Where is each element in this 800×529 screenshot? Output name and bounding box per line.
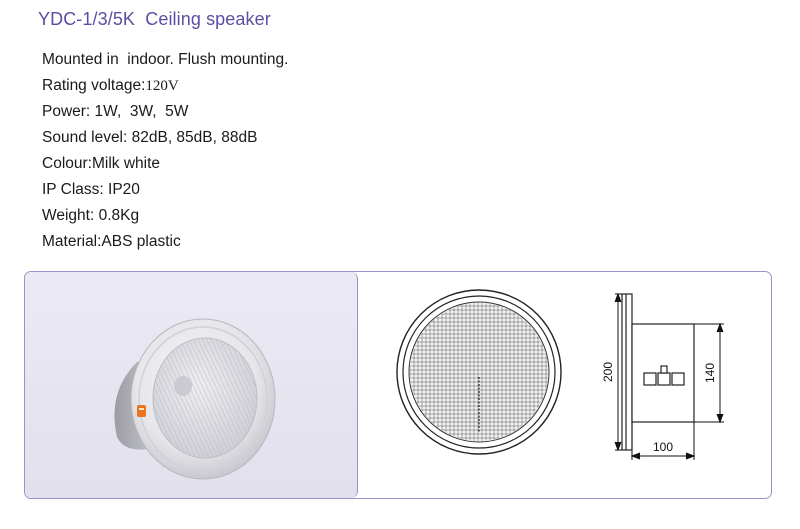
dimension-lines	[614, 292, 724, 460]
front-view	[396, 289, 562, 455]
spec-material: Material:ABS plastic	[42, 233, 181, 250]
spec-voltage-label: Rating voltage:	[42, 77, 146, 94]
dim-depth-label: 100	[653, 440, 673, 454]
spec-colour: Colour:Milk white	[42, 155, 161, 172]
spec-power: Power: 1W, 3W, 5W	[42, 103, 189, 120]
speaker-photo	[114, 318, 276, 480]
dim-height-label: 200	[601, 362, 615, 382]
speaker-badge-icon	[137, 405, 146, 417]
technical-drawing-panel: 200 140 100	[358, 272, 771, 498]
dimension-drawing: 200 140 100	[396, 289, 724, 460]
side-view	[621, 293, 695, 451]
spec-mounting: Mounted in indoor. Flush mounting.	[42, 51, 289, 68]
spec-voltage-value: 120V	[145, 78, 179, 94]
product-photo-panel	[25, 272, 358, 498]
spec-list: Mounted in indoor. Flush mounting. Ratin…	[42, 50, 288, 258]
spec-ip-class: IP Class: IP20	[42, 181, 140, 198]
product-image-frame: 200 140 100	[24, 271, 772, 499]
speaker-center-cap	[174, 376, 192, 396]
page-title: YDC-1/3/5K Ceiling speaker	[38, 9, 271, 29]
spec-sound-level: Sound level: 82dB, 85dB, 88dB	[42, 129, 258, 146]
spec-weight: Weight: 0.8Kg	[42, 207, 140, 224]
spec-voltage: Rating voltage:120V	[42, 76, 288, 102]
dim-inner-label: 140	[703, 363, 717, 383]
